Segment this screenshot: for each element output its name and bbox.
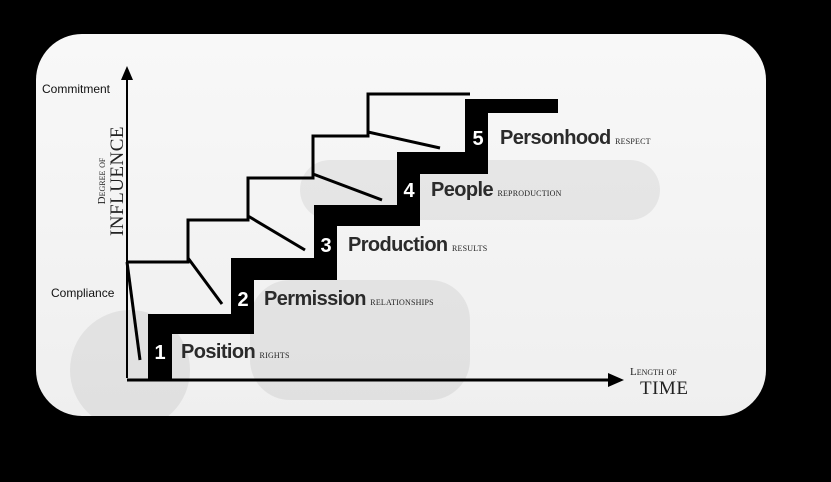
- level-3-label: Production results: [348, 234, 487, 257]
- level-2-number: 2: [237, 289, 249, 311]
- level-2-subtitle: relationships: [370, 294, 434, 308]
- x-axis-title-small: Length of: [630, 366, 677, 378]
- y-axis-top-label: Commitment: [42, 82, 111, 96]
- level-1-title: Position: [181, 341, 256, 363]
- y-axis-title-big: INFLUENCE: [107, 125, 128, 237]
- level-5-number: 5: [472, 128, 484, 150]
- x-axis-arrow-icon: [608, 373, 624, 387]
- level-4-number: 4: [403, 180, 415, 202]
- level-4-subtitle: reproduction: [497, 185, 562, 199]
- level-2-title: Permission: [264, 288, 366, 310]
- upper-outline-steps: [127, 92, 470, 264]
- level-5-label: Personhood respect: [500, 127, 651, 150]
- level-2-label: Permission relationships: [264, 288, 434, 311]
- y-axis-arrow-icon: [121, 66, 133, 80]
- level-1-subtitle: rights: [259, 347, 290, 361]
- x-axis-title-big: TIME: [640, 378, 689, 399]
- connector-lines: [125, 130, 441, 361]
- level-1-label: Position rights: [181, 341, 290, 364]
- level-4-label: People reproduction: [431, 179, 562, 202]
- y-axis-title: Degree of INFLUENCE: [96, 116, 128, 246]
- y-axis-bottom-label: Compliance: [51, 286, 115, 300]
- level-5-title: Personhood: [500, 127, 611, 149]
- level-4-title: People: [431, 179, 494, 201]
- level-3-title: Production: [348, 234, 448, 256]
- level-1-number: 1: [154, 342, 166, 364]
- level-3-subtitle: results: [452, 240, 488, 254]
- level-5-subtitle: respect: [615, 133, 651, 147]
- main-staircase: [148, 99, 558, 380]
- level-3-number: 3: [320, 235, 332, 257]
